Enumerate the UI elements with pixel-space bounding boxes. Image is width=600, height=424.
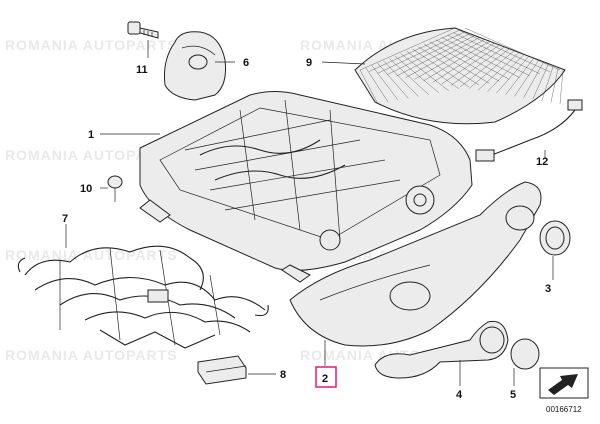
knob-cap-part [510,338,540,370]
watermark-text: ROMANIA AUTOPARTS [5,37,178,53]
cover-cap-part [164,31,226,101]
spring-mat-part [17,245,269,349]
round-cap-part [539,220,571,256]
watermark-text: ROMANIA AUTOPARTS [5,347,178,363]
seat-mat-part [354,27,566,125]
handle-part [374,320,509,379]
seat-frame-part [139,91,473,283]
callout-6: 6 [243,57,249,69]
connector-part [197,355,247,385]
watermark-text: ROMANIA AUTOPARTS [5,147,178,163]
callout-12: 12 [536,156,548,168]
callout-11: 11 [136,64,148,76]
callout-8: 8 [280,369,286,381]
callout-9: 9 [306,57,312,69]
reference-number: 00166712 [546,405,582,414]
leader-lines [65,40,554,386]
callout-5: 5 [510,389,516,401]
leader-line [321,61,366,65]
wiring-harness-part [475,99,583,162]
reference-arrow-box [539,367,589,399]
callout-2: 2 [322,373,328,385]
screw-part [107,175,123,202]
callout-10: 10 [80,183,92,195]
bolt-part [127,21,159,39]
callout-1: 1 [88,129,94,141]
highlight-box [315,366,337,388]
callout-7: 7 [62,213,68,225]
mat-grid-lines [359,27,564,105]
callout-labels: 11 6 9 12 1 10 7 8 3 4 5 2 [62,57,551,401]
callout-4: 4 [456,389,463,401]
side-trim-panel-part [289,181,542,347]
callout-3: 3 [545,283,551,295]
